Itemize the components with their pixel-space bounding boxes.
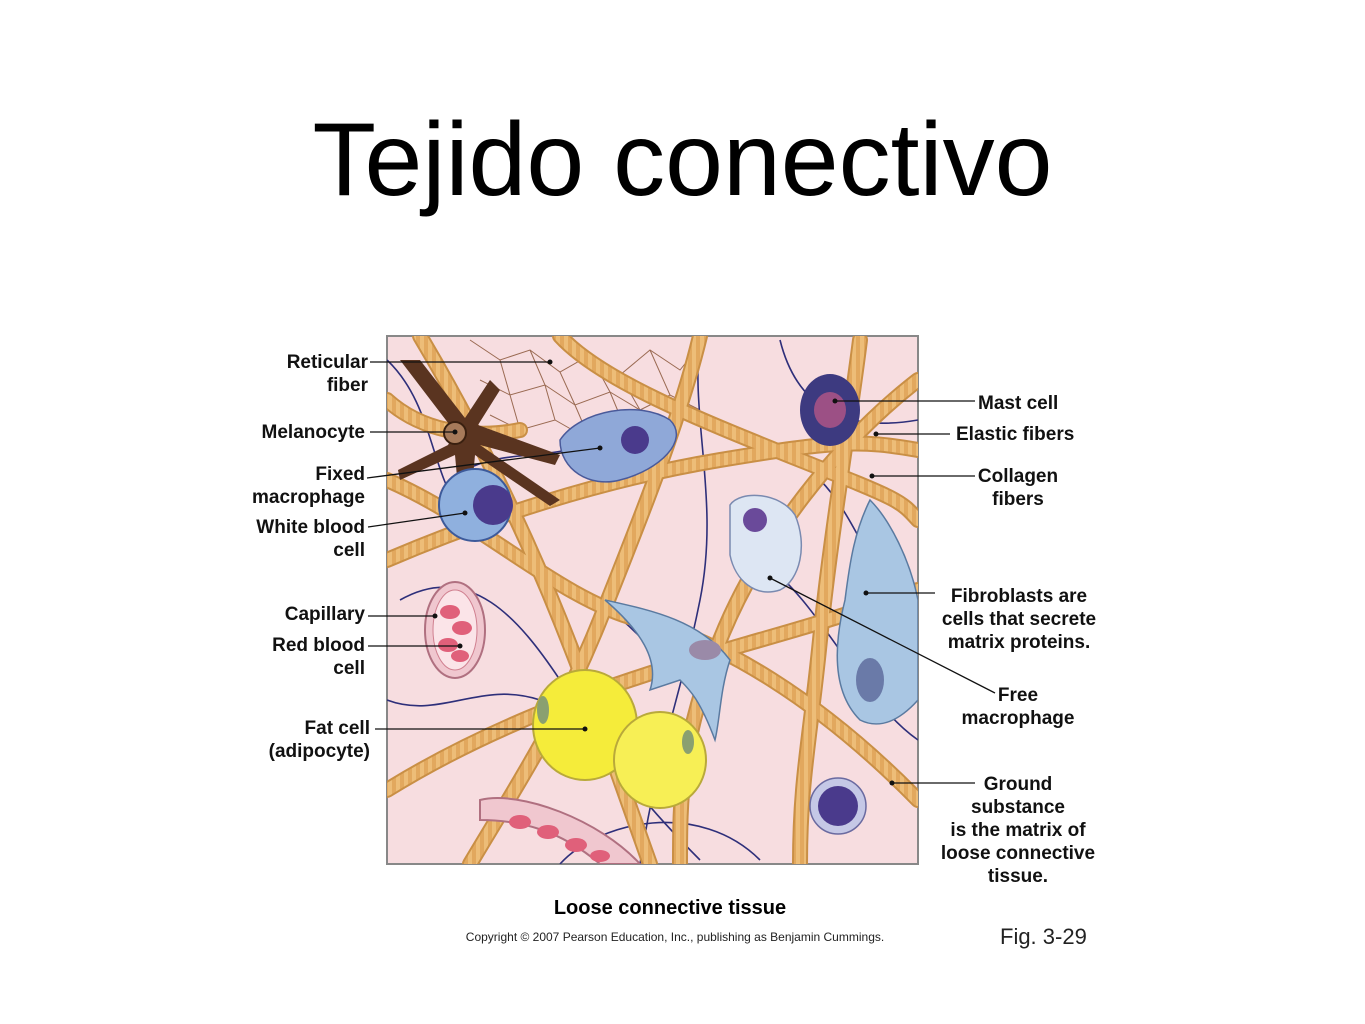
mast-cell: [800, 374, 860, 446]
capillary-vessel: [424, 581, 486, 679]
figure-number: Fig. 3-29: [1000, 924, 1087, 949]
label-mast-cell: Mast cell: [978, 393, 1059, 414]
lymphocyte-cell: [809, 777, 867, 835]
copyright-notice: Copyright © 2007 Pearson Education, Inc.…: [465, 930, 885, 944]
label-melanocyte: Melanocyte: [261, 422, 365, 443]
figure-caption: Loose connective tissue: [553, 897, 787, 919]
label-ground-substance: Ground substance is the matrix of loose …: [940, 774, 1096, 887]
page-title: Tejido conectivo: [312, 102, 1053, 218]
fat-cells: [532, 669, 707, 809]
label-fat-cell: Fat cell(adipocyte): [268, 718, 370, 762]
label-fibroblasts-term: Fibroblasts: [950, 586, 1054, 607]
leader-lines: [366, 361, 996, 784]
label-elastic-fibers: Elastic fibers: [956, 424, 1075, 445]
white-blood-cell: [438, 468, 513, 542]
fixed-macrophage-cell: [559, 408, 677, 483]
fibroblast-cell-right: [836, 498, 918, 725]
label-capillary: Capillary: [284, 604, 365, 625]
lower-blood-vessel: [479, 797, 642, 864]
label-fibroblasts: Fibroblasts are cells that secrete matri…: [941, 586, 1097, 653]
free-macrophage-cell: [729, 494, 803, 593]
fibroblast-cell-center: [604, 599, 731, 743]
